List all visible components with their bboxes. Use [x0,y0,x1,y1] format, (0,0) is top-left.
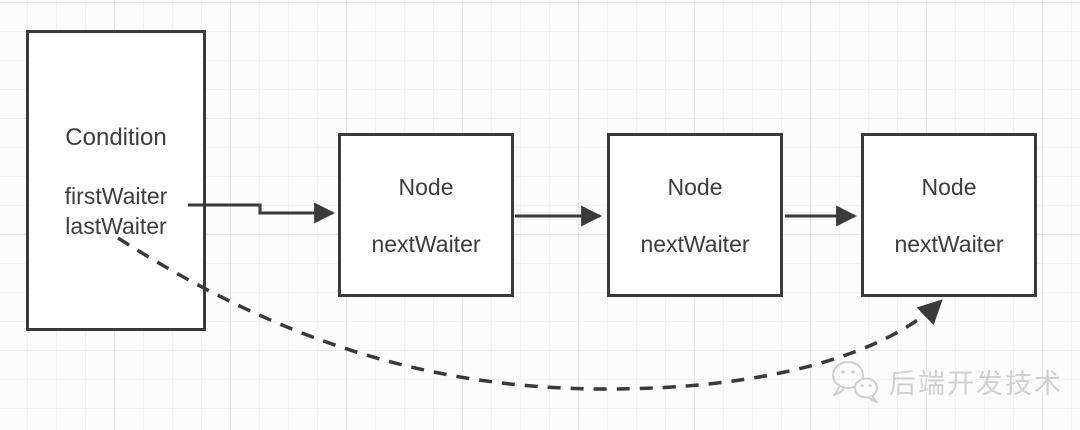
condition-field-lastwaiter: lastWaiter [65,213,167,239]
condition-field-firstwaiter: firstWaiter [64,183,168,209]
node-field-nextwaiter: nextWaiter [640,231,750,257]
node-title: Node [921,174,977,200]
node-box-3: Node nextWaiter [861,133,1037,297]
node-box-2: Node nextWaiter [607,133,783,297]
lastwaiter-to-node3-dashed-arrow [117,236,943,391]
watermark-text: 后端开发技术 [889,368,1063,399]
node-field-nextwaiter: nextWaiter [371,231,481,257]
watermark: 后端开发技术 [829,358,1063,404]
condition-title: Condition [65,124,167,151]
condition-box: Condition firstWaiter lastWaiter [26,30,206,331]
node-title: Node [667,174,723,200]
wechat-icon [832,361,878,403]
node-box-1: Node nextWaiter [338,133,514,297]
node-field-nextwaiter: nextWaiter [894,231,1004,257]
firstwaiter-to-node1-arrow [188,202,336,224]
node-title: Node [398,174,454,200]
condition-fields: firstWaiter lastWaiter [29,181,203,241]
